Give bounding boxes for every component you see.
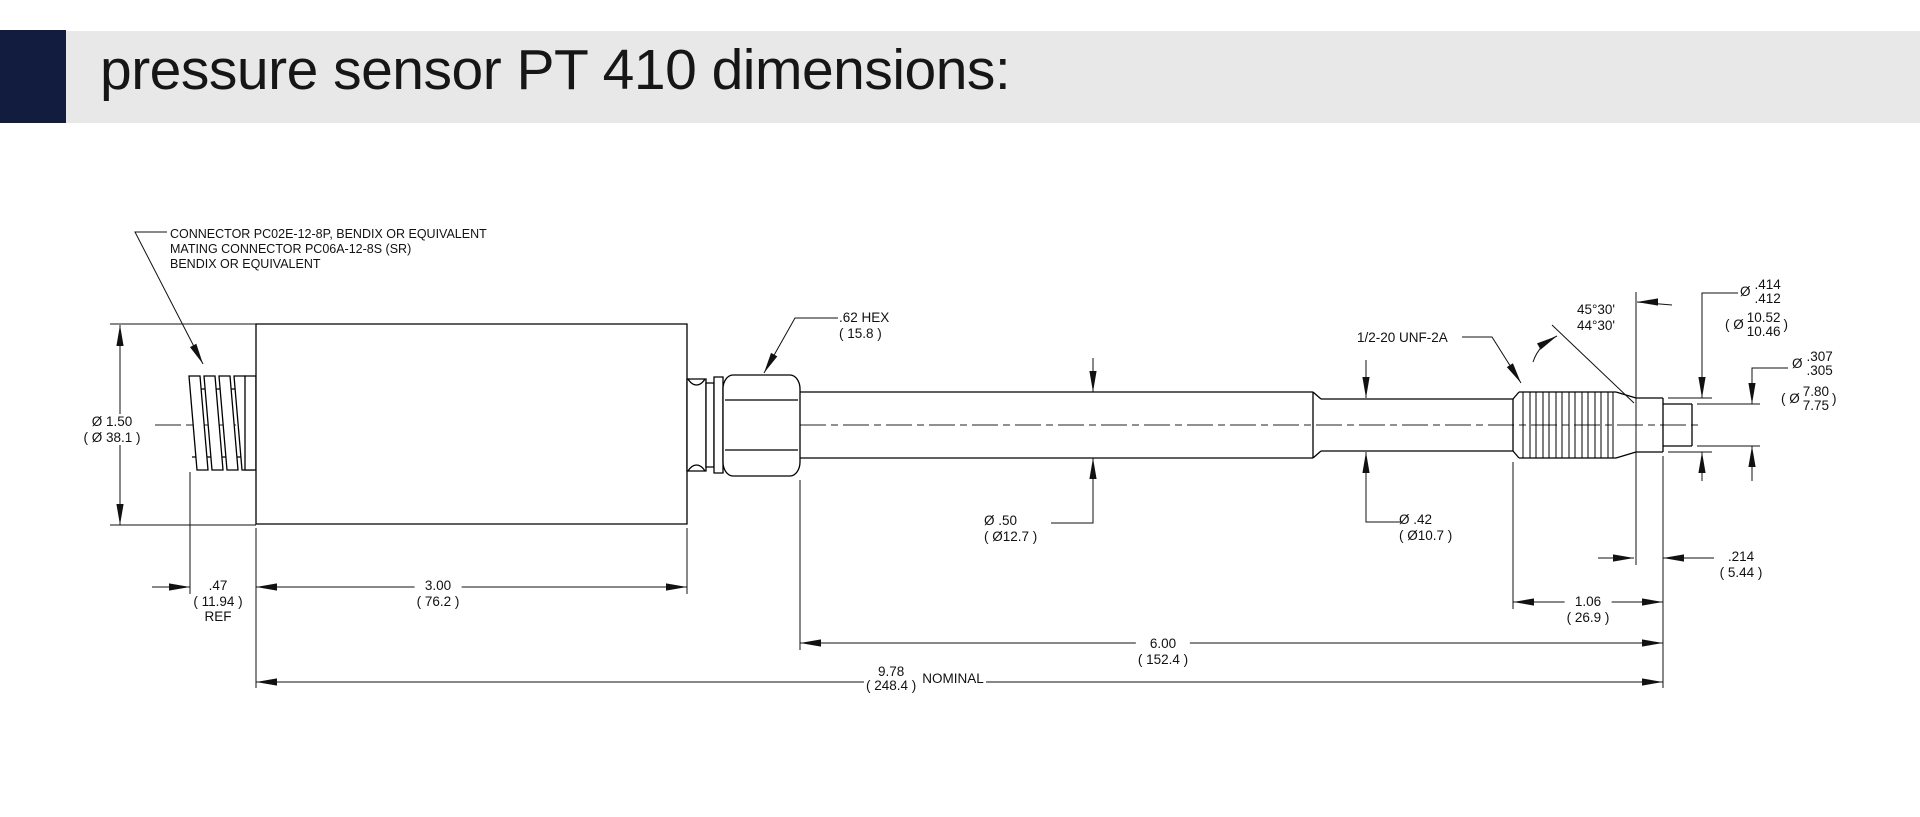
page-title: pressure sensor PT 410 dimensions: — [100, 38, 1011, 102]
dim-overall-length-mm: ( 248.4 ) — [866, 677, 917, 693]
sensor-outline — [189, 324, 1692, 524]
dim-nose-diameter-min: .305 — [1806, 362, 1833, 378]
dim-nose-diameter: Ø .307 .305 — [1792, 350, 1833, 377]
dim-stem-diameter-mm: ( Ø12.7 ) — [984, 528, 1038, 544]
dim-connector-length-mm: ( 11.94 ) — [193, 593, 243, 609]
header-accent-square — [0, 30, 66, 123]
dim-overall-length-values: 9.78 ( 248.4 ) — [866, 665, 916, 692]
dim-connector-length-note: REF — [204, 609, 232, 624]
paren-open: ( Ø — [1781, 390, 1800, 406]
connector-note-line1: CONNECTOR PC02E-12-8P, BENDIX OR EQUIVAL… — [170, 227, 487, 241]
hex-flat — [723, 375, 800, 476]
dim-nose-length-in: .214 — [1727, 549, 1755, 564]
dim-tip-stem-diameter: Ø .42 ( Ø10.7 ) — [1399, 512, 1452, 543]
dim-nose-diameter-mm-limits: 7.80 7.75 — [1803, 385, 1829, 412]
dim-pilot-diameter-mm: ( Ø 10.52 10.46 ) — [1725, 311, 1788, 338]
dim-body-length: 3.00 ( 76.2 ) — [414, 578, 462, 609]
sensor-body — [256, 324, 687, 524]
dim-hex-mm: ( 15.8 ) — [839, 325, 882, 341]
dim-nose-length: .214 ( 5.44 ) — [1720, 549, 1763, 580]
dim-pilot-diameter-max: .414 — [1754, 277, 1781, 292]
thread-spec-label: 1/2-20 UNF-2A — [1357, 330, 1448, 345]
dim-stem-length-in: 6.00 — [1149, 636, 1177, 651]
dim-thread-length-mm: ( 26.9 ) — [1566, 609, 1610, 625]
paren-close: ) — [1783, 316, 1789, 332]
paren-open: ( Ø — [1725, 316, 1744, 332]
dim-body-length-mm: ( 76.2 ) — [416, 593, 460, 609]
dim-body-diameter-mm: ( Ø 38.1 ) — [83, 429, 141, 445]
dim-body-diameter: Ø 1.50 ( Ø 38.1 ) — [81, 414, 143, 445]
extension-lines — [110, 292, 1760, 688]
dim-thread-length: 1.06 ( 26.9 ) — [1564, 594, 1612, 625]
dim-hex: .62 HEX ( 15.8 ) — [839, 310, 889, 341]
dim-nose-length-mm: ( 5.44 ) — [1719, 564, 1763, 580]
dim-connector-length: .47 ( 11.94 ) REF — [193, 578, 243, 625]
dim-nose-diameter-limits: .307 .305 — [1807, 350, 1833, 377]
dim-pilot-diameter-mm-max: 10.52 — [1746, 310, 1781, 325]
dim-nose-diameter-mm-min: 7.75 — [1802, 397, 1830, 413]
connector-note: CONNECTOR PC02E-12-8P, BENDIX OR EQUIVAL… — [170, 227, 487, 272]
dim-stem-diameter-in: Ø .50 — [984, 513, 1018, 528]
paren-close: ) — [1832, 390, 1837, 406]
thread-ridges — [1523, 392, 1613, 458]
dim-stem-length-mm: ( 152.4 ) — [1137, 651, 1189, 667]
connector-note-line3: BENDIX OR EQUIVALENT — [170, 257, 321, 271]
dim-overall-length-note: NOMINAL — [922, 670, 984, 686]
dim-stem-diameter: Ø .50 ( Ø12.7 ) — [984, 513, 1037, 544]
dim-seat-angle-max: 45°30' — [1576, 302, 1616, 317]
dim-pilot-diameter: Ø .414 .412 — [1740, 278, 1781, 305]
diameter-symbol: Ø — [1792, 355, 1803, 371]
dim-nose-diameter-max: .307 — [1806, 349, 1833, 364]
dim-overall-length: 9.78 ( 248.4 ) NOMINAL — [864, 665, 986, 692]
dimension-lines — [120, 325, 1714, 682]
dim-nose-diameter-mm-max: 7.80 — [1802, 384, 1830, 399]
dim-hex-in: .62 HEX — [839, 310, 890, 325]
angle-arc — [1533, 336, 1557, 362]
dim-pilot-diameter-mm-min: 10.46 — [1746, 323, 1781, 339]
dim-connector-length-in: .47 — [208, 578, 228, 593]
dim-overall-length-in: 9.78 — [878, 664, 905, 679]
dim-thread-length-in: 1.06 — [1574, 594, 1602, 609]
dim-body-length-in: 3.00 — [424, 578, 452, 593]
dim-pilot-diameter-mm-limits: 10.52 10.46 — [1747, 311, 1781, 338]
dim-stem-length: 6.00 ( 152.4 ) — [1135, 636, 1191, 667]
header-bar — [66, 31, 1920, 123]
dim-body-diameter-in: Ø 1.50 — [91, 414, 133, 429]
dim-pilot-diameter-min: .412 — [1754, 290, 1781, 306]
dim-tip-stem-diameter-mm: ( Ø10.7 ) — [1399, 527, 1453, 543]
dim-seat-angle: 45°30' 44°30' — [1577, 302, 1615, 333]
dim-tip-stem-diameter-in: Ø .42 — [1399, 512, 1433, 527]
diameter-symbol: Ø — [1740, 283, 1751, 299]
dim-seat-angle-min: 44°30' — [1576, 317, 1616, 333]
connector-note-line2: MATING CONNECTOR PC06A-12-8S (SR) — [170, 242, 412, 256]
dim-pilot-diameter-limits: .414 .412 — [1755, 278, 1781, 305]
dim-nose-diameter-mm: ( Ø 7.80 7.75 ) — [1781, 385, 1837, 412]
